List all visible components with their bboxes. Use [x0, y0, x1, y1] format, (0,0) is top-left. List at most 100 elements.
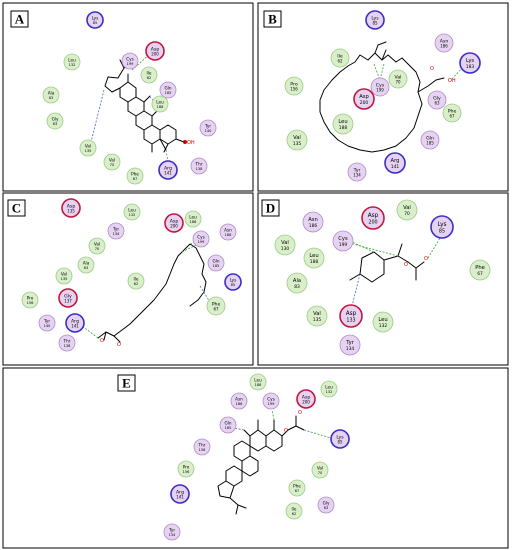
ligand-c: O O	[81, 241, 211, 348]
residue-name: Phe	[448, 108, 457, 114]
residue-disc	[219, 223, 237, 241]
residue-disc	[158, 160, 178, 180]
residue-name: Lys	[230, 277, 237, 282]
residue-number: 132	[379, 323, 388, 329]
residue-number: 199	[268, 402, 275, 406]
residue-name: Cys	[197, 234, 205, 239]
residue-disc	[46, 112, 64, 130]
residue-number: 199	[376, 87, 384, 92]
panel-label-b: B	[263, 10, 282, 28]
residue-name: Lys	[371, 15, 379, 21]
panel-label-d-text: D	[266, 201, 275, 216]
residue-number: 70	[404, 211, 410, 217]
panel-a-frame	[2, 2, 254, 192]
residue-disc	[296, 389, 316, 409]
residue-disc	[126, 167, 144, 185]
residue-number: 141	[176, 494, 184, 499]
residue-disc	[434, 33, 454, 53]
residue-disc	[145, 41, 165, 61]
residue-disc	[55, 267, 73, 285]
residue-number: 188	[339, 125, 348, 131]
residue-name: Arg	[164, 165, 172, 171]
residue-number: 188	[157, 105, 164, 109]
residue-number: 132	[129, 213, 136, 217]
residue-name: Leu	[309, 253, 318, 259]
residue-disc	[107, 222, 125, 240]
residue-disc	[388, 69, 408, 89]
residue-disc	[61, 198, 81, 218]
residue-disc	[58, 334, 76, 352]
residue-name: Leu	[325, 384, 333, 389]
residue-name: Gly	[433, 95, 441, 101]
residue-name: Tyr	[43, 318, 50, 323]
residue-disc	[79, 139, 97, 157]
residue-number: 185	[165, 91, 172, 95]
residue-number: 135	[293, 141, 302, 147]
residue-disc	[21, 291, 39, 309]
residue-name: Asp	[359, 94, 369, 100]
residue-number: 199	[198, 240, 205, 244]
residue-disc	[86, 11, 104, 29]
residue-disc	[58, 288, 78, 308]
ligand-d-carbonyl-oxygen: O	[424, 256, 428, 262]
residue-number: 141	[164, 170, 172, 175]
ligand-a-hydroxyl: OH	[187, 140, 195, 146]
residue-number: 200	[368, 219, 377, 225]
residue-name: Tyr	[168, 527, 175, 532]
residue-number: 183	[466, 64, 475, 70]
residue-disc	[332, 113, 354, 135]
residue-number: 85	[93, 21, 97, 25]
residue-disc	[396, 199, 418, 221]
residue-disc	[332, 230, 354, 252]
residue-name: Lys	[92, 15, 99, 20]
residue-disc	[384, 152, 406, 174]
residue-name: Cys	[338, 236, 348, 242]
residue-disc	[159, 81, 177, 99]
residue-number: 186	[440, 43, 448, 48]
residue-number: 200	[302, 399, 310, 404]
residue-name: Asp	[170, 218, 179, 224]
residue-name: Thr	[195, 161, 203, 166]
ligand-b: O OH	[319, 41, 463, 153]
residue-name: Val	[317, 465, 323, 470]
panel-d-frame	[257, 192, 509, 366]
residue-number: 135	[61, 277, 68, 281]
residue-disc	[274, 234, 296, 256]
residue-number: 70	[318, 471, 322, 475]
residue-number: 185	[213, 264, 220, 268]
residue-disc	[286, 272, 308, 294]
residue-number: 156	[183, 470, 190, 474]
residue-number: 188	[190, 220, 197, 224]
residue-disc	[88, 237, 106, 255]
residue-name: Val	[313, 311, 321, 317]
residue-disc	[38, 314, 56, 332]
residue-name: Ala	[48, 90, 55, 95]
residue-name: Asp	[346, 311, 357, 317]
ligand-d-ester-oxygen: O	[404, 262, 408, 268]
residue-disc	[353, 88, 375, 110]
residue-number: 62	[292, 512, 296, 516]
